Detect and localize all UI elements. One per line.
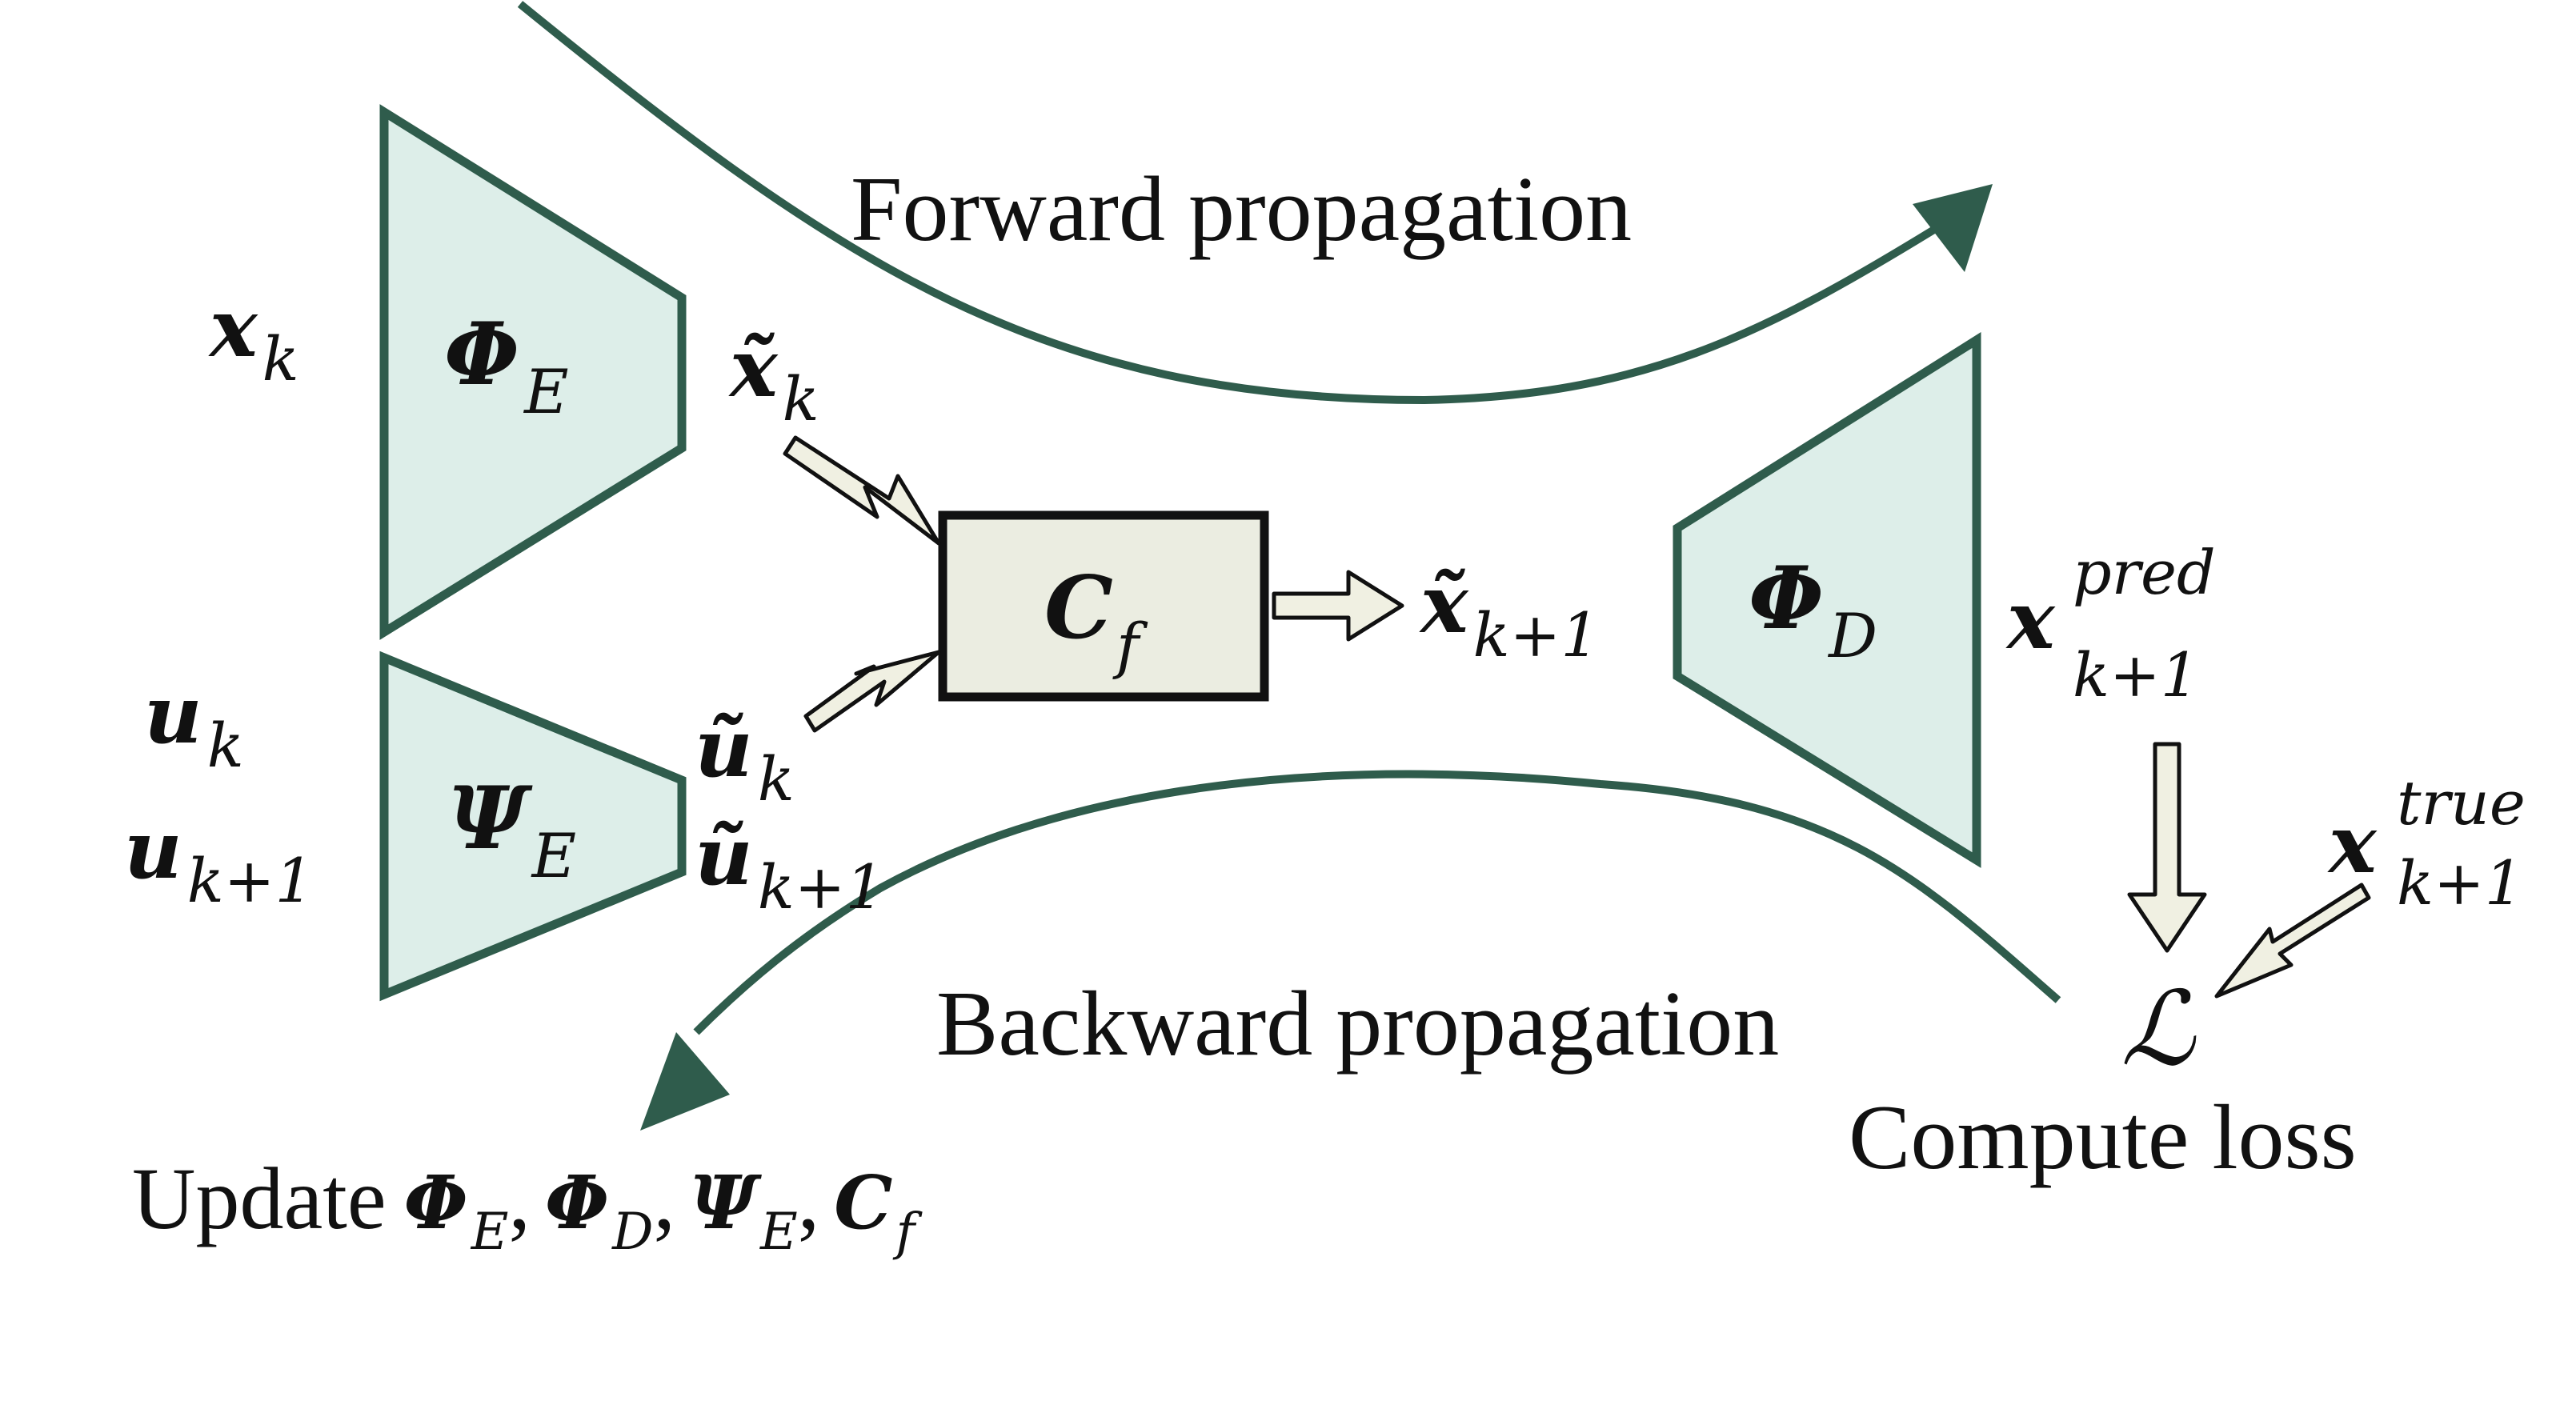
input-u-k-label: uk (144, 667, 244, 781)
latent-x-k1-label: x̃k+1 (1419, 557, 1600, 670)
state-x-k-label: xk (208, 281, 299, 394)
predicted-state-symbol: x (2005, 573, 2056, 667)
prediction-to-loss-arrow (2127, 742, 2207, 953)
core-dynamics-label: Cf (1044, 558, 1148, 681)
backward-propagation-arc (693, 770, 2061, 1035)
latent-u-k1-label: ũk+1 (695, 809, 884, 923)
state-encoder-label: ΦE (444, 304, 569, 427)
latent-input-to-core-arrow (803, 650, 941, 733)
forward-arrowhead (1913, 184, 1993, 272)
predicted-state-superscript: pred (2073, 537, 2216, 608)
forward-propagation-arc (517, 1, 1939, 405)
latent-state-to-core-arrow (783, 435, 941, 546)
backward-arrowhead (640, 1032, 730, 1131)
loss-symbol: ℒ (2121, 970, 2197, 1089)
core-dynamics-block (938, 510, 1269, 702)
forward-propagation-label: Forward propagation (851, 158, 1632, 261)
decoder-block (1673, 332, 1981, 868)
predicted-state-subscript: k+1 (2073, 639, 2199, 711)
latent-u-k-label: ũk (695, 701, 795, 815)
true-state-subscript: k+1 (2397, 847, 2523, 919)
true-state-superscript: true (2397, 767, 2526, 839)
decoder-label: ΦD (1749, 548, 1877, 671)
core-to-next-state-arrow (1272, 570, 1404, 642)
latent-x-k-label: x̃k (728, 321, 819, 434)
backward-propagation-label: Backward propagation (936, 973, 1779, 1075)
state-encoder-block (379, 104, 687, 640)
input-encoder-block (379, 650, 687, 1002)
compute-loss-label: Compute loss (1849, 1087, 2357, 1189)
input-u-k1-label: uk+1 (124, 803, 314, 916)
input-encoder-label: ΨE (448, 768, 576, 891)
truth-to-loss-arrow (2214, 883, 2371, 999)
true-state-symbol: x (2327, 797, 2378, 891)
